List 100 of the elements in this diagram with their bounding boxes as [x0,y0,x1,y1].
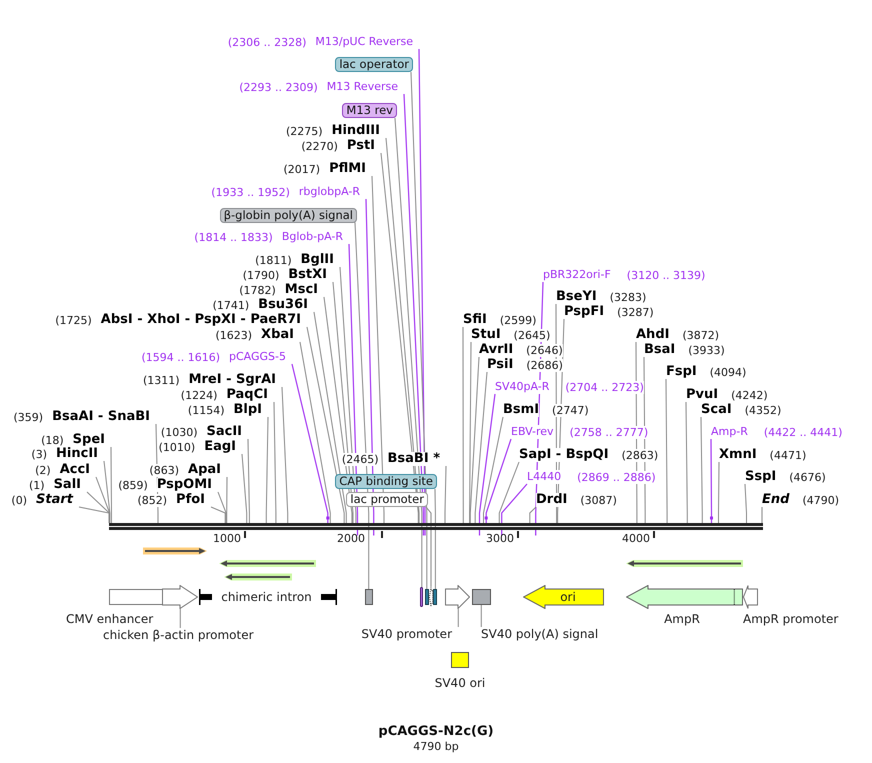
primer-name: M13/pUC Reverse [315,35,413,49]
feature-label: SV40 ori [434,676,486,690]
leader-line [480,604,482,628]
leader-line [282,386,288,524]
primer-range: (2704 .. 2723) [565,380,644,394]
leader-line [248,438,250,524]
leader-line [418,49,426,523]
leader-line [380,152,419,524]
cut-site-coordinate: (2465) [342,452,378,466]
map-title: pCAGGS-N2c(G) [378,724,494,740]
cut-site-coordinate: (1725) [55,314,92,326]
leader-line [462,326,464,524]
leader-line [218,492,227,524]
enzyme-name: PaqCI [226,388,268,402]
feature-box [420,587,424,607]
cut-site-coordinate: (2599) [500,314,536,326]
enzyme-name: AbsI - XhoI - PspXI - PaeR7I [100,313,301,327]
ruler-label: 3000 [486,533,514,544]
feature-label: ori [560,590,576,604]
primer-name: rbglobpA-R [298,185,360,199]
cut-site-coordinate: (3872) [682,328,720,342]
cut-site-coordinate: (2646) [526,344,563,356]
cut-site-coordinate: (3) [31,448,48,460]
leader-line [498,462,520,524]
primer-range: (1814 .. 1833) [194,230,273,244]
leader-line [474,372,488,524]
cut-site-coordinate: (1623) [215,328,252,342]
feature-label: AmpR promoter [743,612,838,626]
leader-line [78,506,110,524]
leader-line [372,176,384,524]
primer-name: EBV-rev [511,425,554,439]
enzyme-name: EagI [204,440,236,454]
sequence-length: 4790 bp [413,741,459,752]
cut-site-coordinate: (4676) [789,470,826,484]
leader-line [700,416,703,524]
enzyme-name: MreI - SgrAI [188,373,276,387]
leader-line [501,484,528,523]
leader-line [306,326,345,524]
feature-label: chimeric intron [221,590,312,604]
leader-line [394,118,422,588]
cut-site-coordinate: (1811) [255,254,292,266]
leader-line [469,342,472,524]
cut-site-coordinate: (1154) [188,404,224,416]
cut-site-coordinate: (2747) [552,404,589,416]
leader-line [529,506,536,524]
leader-line [483,416,504,524]
leader-line [180,608,181,628]
leader-line [478,394,496,523]
enzyme-name: PspFI [564,305,604,319]
leader-line [666,378,668,524]
cut-site-coordinate: (2017) [283,162,320,176]
leader-line [365,198,374,523]
enzyme-name: SapI - BspQI [519,448,609,462]
leader-line [110,446,112,524]
feature-block [429,587,433,607]
leader-line [410,72,428,590]
cut-site-coordinate: (1224) [180,388,218,402]
primer-range: (4422 .. 4441) [764,426,842,438]
primer-name: Amp-R [711,425,748,439]
primer-range: (2869 .. 2886) [577,470,656,484]
cut-site-coordinate: (1790) [242,268,280,282]
cut-site-coordinate: (3287) [617,306,654,318]
leader-line [274,402,276,524]
cut-site-coordinate: (3283) [610,290,646,304]
cut-site-coordinate: (859) [118,478,148,492]
feature-box [425,589,429,605]
cut-site-coordinate: (1782) [239,284,276,296]
sequence-coordinate: (4790) [802,494,840,506]
cut-site-coordinate: (863) [149,464,180,476]
leader-line [291,364,328,523]
ruler-label: 2000 [337,533,365,544]
feature-block [445,585,470,609]
leader-line [403,94,424,523]
feature-label: chicken β-actin promoter [103,628,254,642]
enzyme-name: PspOMI [156,478,212,492]
primer-range: (2293 .. 2309) [239,80,318,94]
feature-label: M13 rev [342,103,397,118]
leader-line [470,356,480,524]
leader-line [354,222,370,590]
enzyme-name: BlpI [233,403,262,417]
cut-site-coordinate: (852) [137,494,168,506]
ruler-label: 1000 [213,533,241,544]
cut-site-coordinate: (18) [41,434,64,446]
primer-name: pBR322ori-F [543,268,611,282]
feature-box [472,589,490,605]
enzyme-name: BglII [300,253,334,267]
leader-line [434,488,436,590]
primer-name: SV40pA-R [495,380,550,394]
leader-line [386,138,420,524]
sequence-coordinate: (0) [11,494,28,506]
leader-line [710,439,712,523]
cut-site-coordinate: (4352) [744,404,782,416]
leader-line [210,506,226,524]
leader-line [426,506,432,588]
enzyme-name: BsaBI * [388,452,440,466]
cut-site-coordinate: (3933) [688,344,725,356]
feature-label: SV40 promoter [361,627,458,641]
ruler-label: 4000 [622,533,650,544]
leader-line [104,460,110,524]
feature-label: β-globin poly(A) signal [220,208,357,222]
